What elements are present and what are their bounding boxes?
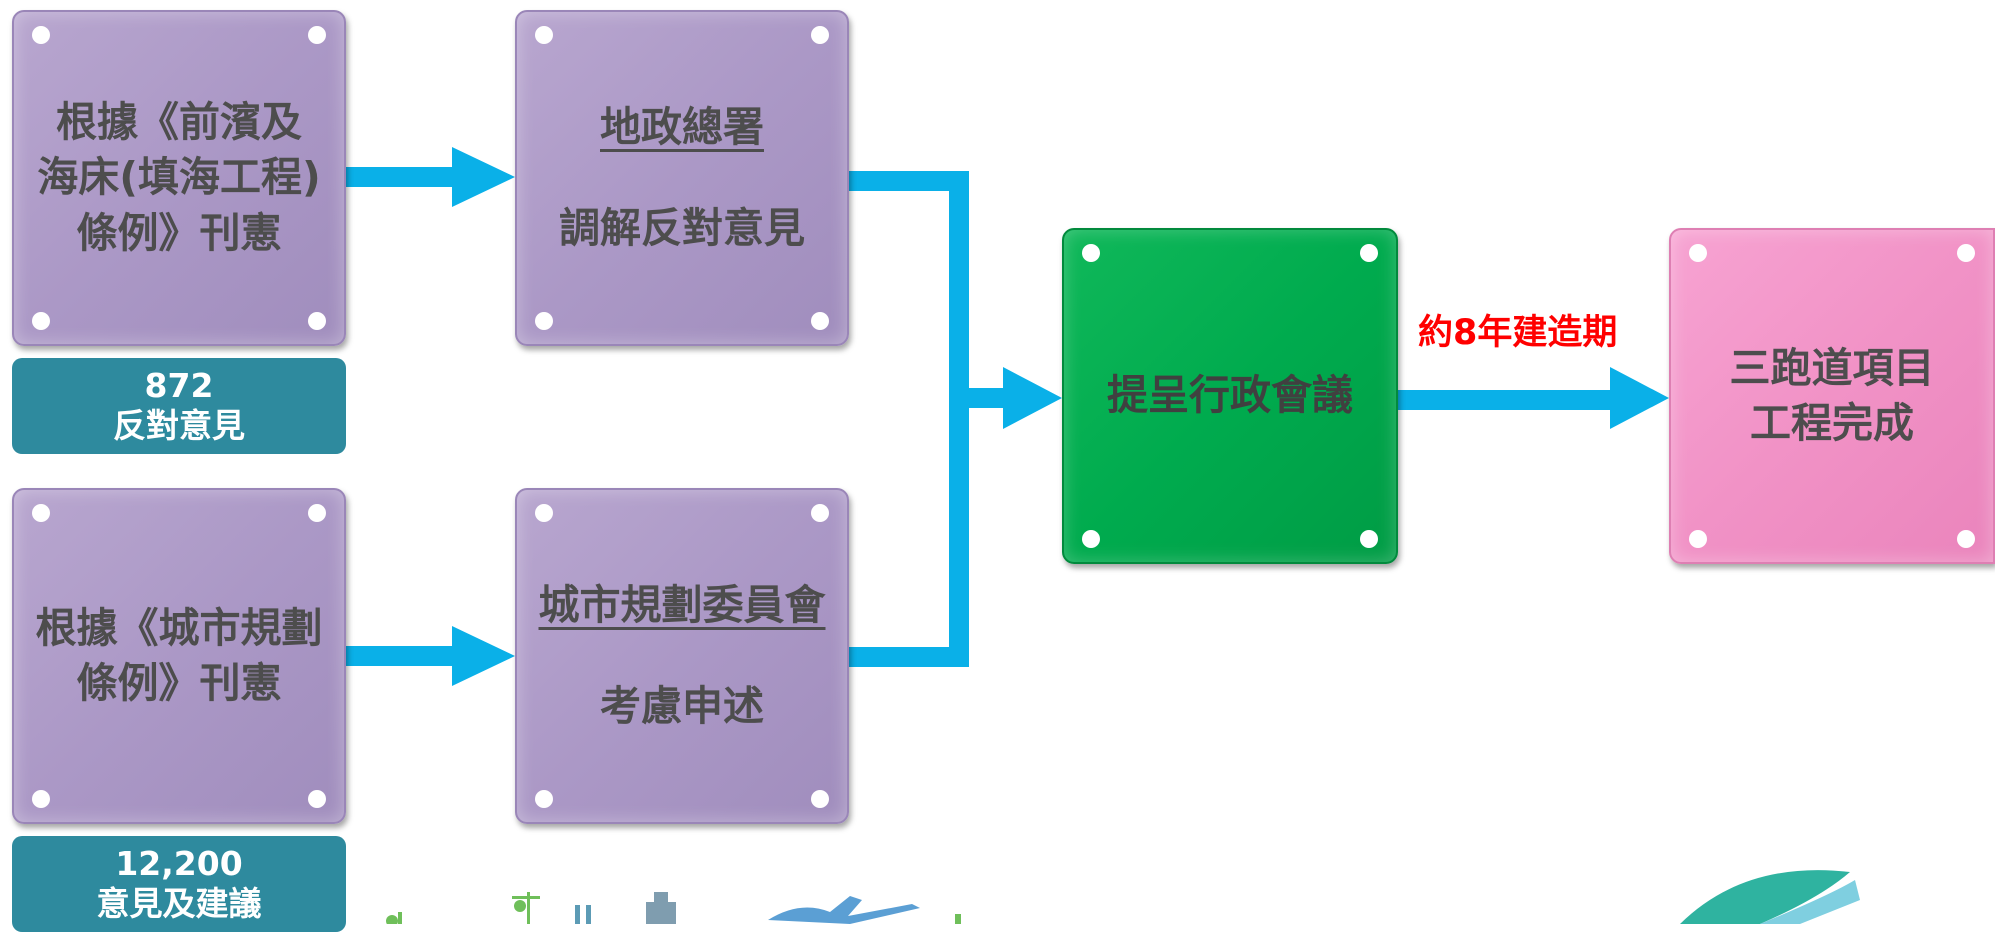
airplane-icon	[768, 896, 920, 924]
corner-dot	[1689, 244, 1707, 262]
arrow-head-3	[1003, 367, 1062, 429]
corner-dot	[811, 790, 829, 808]
arrow-shaft-2	[346, 646, 456, 666]
town-planning-board-subtitle: 考慮申述	[600, 682, 764, 730]
corner-dot	[1360, 530, 1378, 548]
city-skyline-icon	[386, 892, 961, 924]
town-planning-board-box: 城市規劃委員會 考慮申述	[515, 488, 849, 824]
corner-dot	[1689, 530, 1707, 548]
corner-dot	[1082, 244, 1100, 262]
corner-dot	[32, 26, 50, 44]
ordinance-foreshore-box: 根據《前濱及 海床(填海工程) 條例》刊憲	[12, 10, 346, 346]
swoosh-logo-icon	[1680, 870, 1860, 924]
corner-dot	[1957, 244, 1975, 262]
corner-dot	[32, 790, 50, 808]
corner-dot	[1360, 244, 1378, 262]
objections-count: 872	[144, 366, 214, 406]
objections-tag: 872 反對意見	[12, 358, 346, 454]
box-line: 工程完成	[1750, 399, 1914, 447]
corner-dot	[535, 312, 553, 330]
corner-dot	[1957, 530, 1975, 548]
lands-department-box: 地政總署 調解反對意見	[515, 10, 849, 346]
elbow-bottom-horizontal	[849, 647, 959, 667]
ordinance-town-planning-box: 根據《城市規劃 條例》刊憲	[12, 488, 346, 824]
box-line: 根據《城市規劃	[35, 603, 323, 652]
town-planning-board-title: 城市規劃委員會	[538, 580, 826, 629]
lands-department-title: 地政總署	[600, 102, 764, 151]
elbow-vertical	[949, 171, 969, 667]
corner-dot	[535, 26, 553, 44]
corner-dot	[308, 790, 326, 808]
corner-dot	[811, 26, 829, 44]
corner-dot	[1082, 530, 1100, 548]
box-line: 條例》刊憲	[76, 208, 282, 257]
arrow-head-2	[452, 626, 515, 686]
arrow-shaft-1	[346, 167, 456, 187]
corner-dot	[811, 504, 829, 522]
corner-dot	[535, 790, 553, 808]
executive-council-box: 提呈行政會議	[1062, 228, 1398, 564]
construction-period-label: 約8年建造期	[1418, 313, 1618, 353]
objections-label: 反對意見	[113, 406, 245, 445]
box-line: 根據《前濱及	[56, 97, 302, 146]
opinions-label: 意見及建議	[96, 884, 262, 923]
corner-dot	[535, 504, 553, 522]
box-line: 三跑道項目	[1729, 343, 1935, 392]
corner-dot	[32, 504, 50, 522]
corner-dot	[308, 26, 326, 44]
box-line: 海床(填海工程)	[37, 153, 321, 202]
opinions-count: 12,200	[115, 844, 243, 884]
box-line: 條例》刊憲	[76, 659, 282, 707]
corner-dot	[811, 312, 829, 330]
corner-dot	[308, 504, 326, 522]
arrow-shaft-4	[1398, 390, 1618, 410]
arrow-head-4	[1610, 367, 1669, 429]
elbow-top-horizontal	[849, 171, 959, 191]
arrow-head-1	[452, 147, 515, 207]
opinions-tag: 12,200 意見及建議	[12, 836, 346, 932]
lands-department-subtitle: 調解反對意見	[559, 204, 805, 252]
arrow-shaft-3	[959, 388, 1009, 408]
executive-council-label: 提呈行政會議	[1107, 371, 1353, 420]
corner-dot	[308, 312, 326, 330]
project-completion-box: 三跑道項目 工程完成	[1669, 228, 1995, 564]
corner-dot	[32, 312, 50, 330]
